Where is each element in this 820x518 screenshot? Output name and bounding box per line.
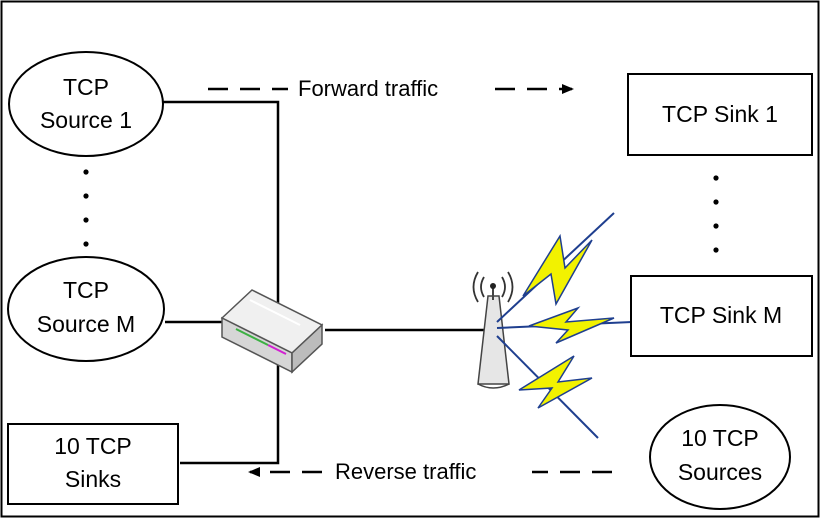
tcp-sinks-10-line1: 10 TCP [54,433,132,459]
tcp-source-1-node: TCP Source 1 [8,51,164,157]
wire-router-to-sinks [180,340,280,465]
connection-lines [160,100,488,465]
tcp-sources-10-node: 10 TCP Sources [649,404,791,510]
forward-traffic-label: Forward traffic [298,76,438,101]
tcp-sink-1-node: TCP Sink 1 [627,73,813,156]
lightning-bolt-icon [496,335,599,439]
lightning-bolt-icon [496,306,633,344]
tcp-source-m-node: TCP Source M [7,256,165,362]
lightning-bolt-icon [496,212,615,323]
tcp-sources-10-line2: Sources [678,459,762,485]
tcp-sinks-10-line2: Sinks [65,466,121,492]
forward-traffic-edge: Forward traffic [208,76,574,101]
tcp-source-1-line2: Source 1 [40,107,132,133]
lightning-bolts [496,212,633,439]
tcp-source-1-line1: TCP [63,74,109,100]
wire-source-1-to-router [160,100,280,312]
tcp-sink-m-label: TCP Sink M [660,302,782,328]
router-icon [220,289,324,374]
reverse-traffic-edge: Reverse traffic [248,459,612,484]
tcp-sink-1-label: TCP Sink 1 [662,101,778,127]
tcp-source-m-line1: TCP [63,277,109,303]
tcp-sinks-10-node: 10 TCP Sinks [7,423,179,505]
left-ellipsis [83,169,89,247]
reverse-traffic-label: Reverse traffic [335,459,476,484]
tcp-source-m-line2: Source M [37,311,135,337]
tcp-sources-10-line1: 10 TCP [681,425,759,451]
tcp-sink-m-node: TCP Sink M [630,275,813,357]
right-ellipsis [713,175,719,253]
